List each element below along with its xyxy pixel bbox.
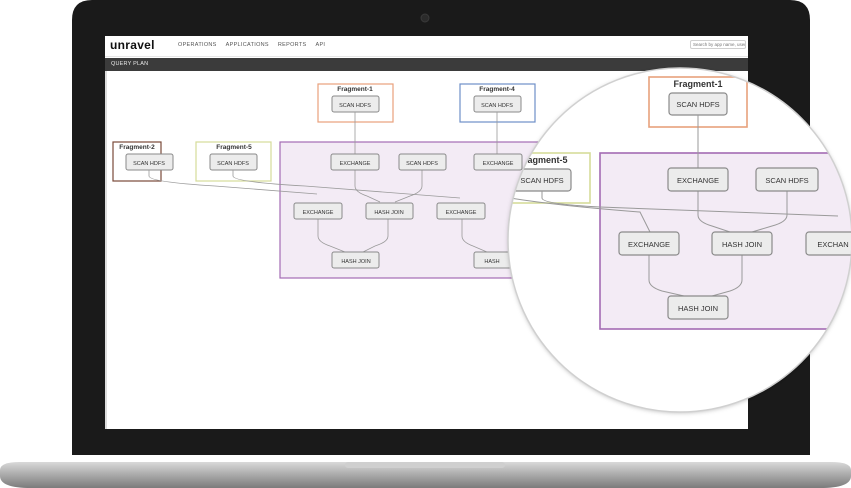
nav-operations[interactable]: OPERATIONS [178, 42, 217, 48]
node-hash-join[interactable] [331, 251, 380, 269]
fragment-1-label: Fragment-1 [337, 86, 373, 93]
panel-left-border [105, 71, 107, 429]
nav-links: OPERATIONS APPLICATIONS REPORTS API [178, 42, 325, 48]
node-exchange[interactable] [293, 202, 343, 220]
nav-api[interactable]: API [315, 42, 326, 48]
node-exchange[interactable] [330, 153, 380, 171]
node-scan-hdfs-label: SCAN HDFS [339, 103, 371, 109]
nav-reports[interactable]: REPORTS [277, 42, 307, 48]
node-hash-join-label: HASH JOIN [341, 259, 370, 265]
camera-icon [420, 13, 430, 23]
graph-edges [148, 112, 498, 253]
node-exchange-label: EXCHANGE [340, 161, 371, 167]
node-scan-hdfs[interactable] [125, 153, 174, 171]
laptop-notch [345, 462, 505, 468]
fragment-4-label: Fragment-4 [479, 86, 515, 93]
fragment-5-label: Fragment-5 [216, 144, 252, 151]
panel-title: QUERY PLAN [111, 61, 149, 67]
node-exchange-label: EXCHANGE [483, 161, 514, 167]
node-hash-join-label: HASH [484, 259, 499, 265]
query-plan-graph: Fragment-1 SCAN HDFS Fragment-4 SCAN HDF… [112, 83, 611, 279]
top-navigation: unravel OPERATIONS APPLICATIONS REPORTS … [105, 36, 748, 57]
nav-applications[interactable]: APPLICATIONS [225, 42, 269, 48]
node-scan-hdfs-label: SCAN HDFS [406, 161, 438, 167]
node-hash-join-label: HASH JOIN [374, 210, 403, 216]
fragment-2-label: Fragment-2 [119, 144, 155, 151]
laptop-base [0, 462, 851, 488]
search-input[interactable]: Search by app name, user, queue [690, 40, 746, 49]
node-exchange[interactable] [436, 202, 486, 220]
node-exchange-label: EXCHANGE [446, 210, 477, 216]
screen: unravel OPERATIONS APPLICATIONS REPORTS … [105, 36, 748, 429]
node-scan-hdfs-label: SCAN HDFS [481, 103, 513, 109]
node-scan-hdfs[interactable] [331, 95, 380, 113]
node-scan-hdfs-label: SCAN HDFS [217, 161, 249, 167]
unravel-logo[interactable]: unravel [110, 38, 155, 52]
node-hash-join[interactable] [365, 202, 414, 220]
node-scan-hdfs-label: SCAN HDFS [133, 161, 165, 167]
node-exchange-label: EXCHANGE [303, 210, 334, 216]
node-scan-hdfs[interactable] [398, 153, 447, 171]
node-scan-hdfs[interactable] [209, 153, 258, 171]
